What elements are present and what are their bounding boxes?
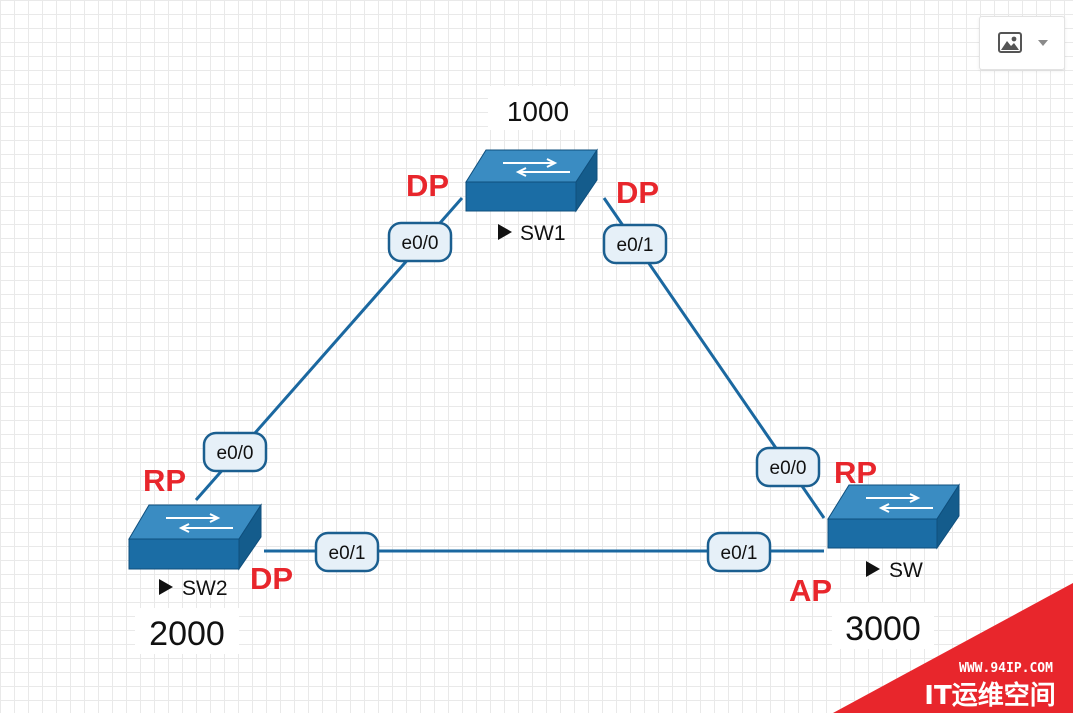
switch-sw1-label: SW1: [520, 222, 566, 245]
port-label-sw1-e0-1: e0/1: [602, 223, 668, 265]
switch-sw2-label: SW2: [182, 577, 228, 600]
cost-sw2-background: [135, 608, 239, 654]
switch-sw2-cost: 2000: [149, 615, 225, 653]
watermark-url: WWW.94IP.COM: [959, 661, 1053, 676]
switch-sw3[interactable]: [827, 483, 960, 550]
port-label-sw3-e0-1: e0/1: [706, 531, 772, 573]
port-label-text: e0/1: [617, 235, 654, 256]
watermark-brand: IT运维空间: [924, 680, 1055, 711]
port-role-sw1-e0-0: DP: [406, 168, 449, 203]
switch-sw2-top: [128, 504, 262, 540]
switch-sw1-cost: 1000: [507, 96, 569, 127]
switch-sw2[interactable]: [128, 503, 262, 571]
image-menu-button[interactable]: [979, 16, 1065, 70]
switch-sw1-side: [575, 148, 598, 213]
port-label-sw2-e0-1: e0/1: [314, 531, 380, 573]
play-icon: [159, 579, 173, 595]
port-label-sw2-e0-0: e0/0: [202, 431, 268, 473]
port-label-text: e0/0: [402, 233, 439, 254]
port-role-sw3-e0-0: RP: [834, 455, 877, 490]
switch-sw3-label: SW: [889, 559, 923, 582]
port-role-sw2-e0-0: RP: [143, 463, 186, 498]
port-label-text: e0/1: [721, 543, 758, 564]
caret-down-icon: [1038, 40, 1048, 46]
port-role-sw2-e0-1: DP: [250, 561, 293, 596]
switch-sw2-arrows-icon: [166, 513, 233, 533]
switch-sw3-top: [827, 484, 960, 520]
switch-sw1-arrows-icon: [503, 158, 570, 177]
port-label-text: e0/0: [217, 443, 254, 464]
watermark-corner: WWW.94IP.COM IT运维空间: [833, 583, 1073, 713]
cost-sw1-background: [488, 86, 588, 130]
switch-sw3-arrows-icon: [866, 493, 933, 513]
switch-sw3-front: [827, 518, 938, 549]
switch-sw2-front: [128, 538, 240, 570]
play-icon: [498, 224, 512, 240]
switch-sw3-side: [936, 483, 960, 550]
play-icon: [866, 561, 880, 577]
image-icon: [998, 32, 1022, 53]
port-label-sw1-e0-0: e0/0: [387, 221, 453, 263]
port-role-sw3-e0-1: AP: [789, 573, 832, 608]
switch-sw1-top: [465, 149, 598, 183]
port-role-sw1-e0-1: DP: [616, 175, 659, 210]
switch-sw2-side: [238, 503, 262, 571]
port-label-sw3-e0-0: e0/0: [755, 446, 821, 488]
switch-sw1[interactable]: [465, 148, 598, 213]
switch-sw3-cost: 3000: [845, 610, 921, 648]
port-label-text: e0/1: [329, 543, 366, 564]
port-label-text: e0/0: [770, 458, 807, 479]
cost-sw3-background: [832, 603, 934, 649]
watermark-triangle: [833, 583, 1073, 713]
switch-sw1-front: [465, 181, 577, 212]
